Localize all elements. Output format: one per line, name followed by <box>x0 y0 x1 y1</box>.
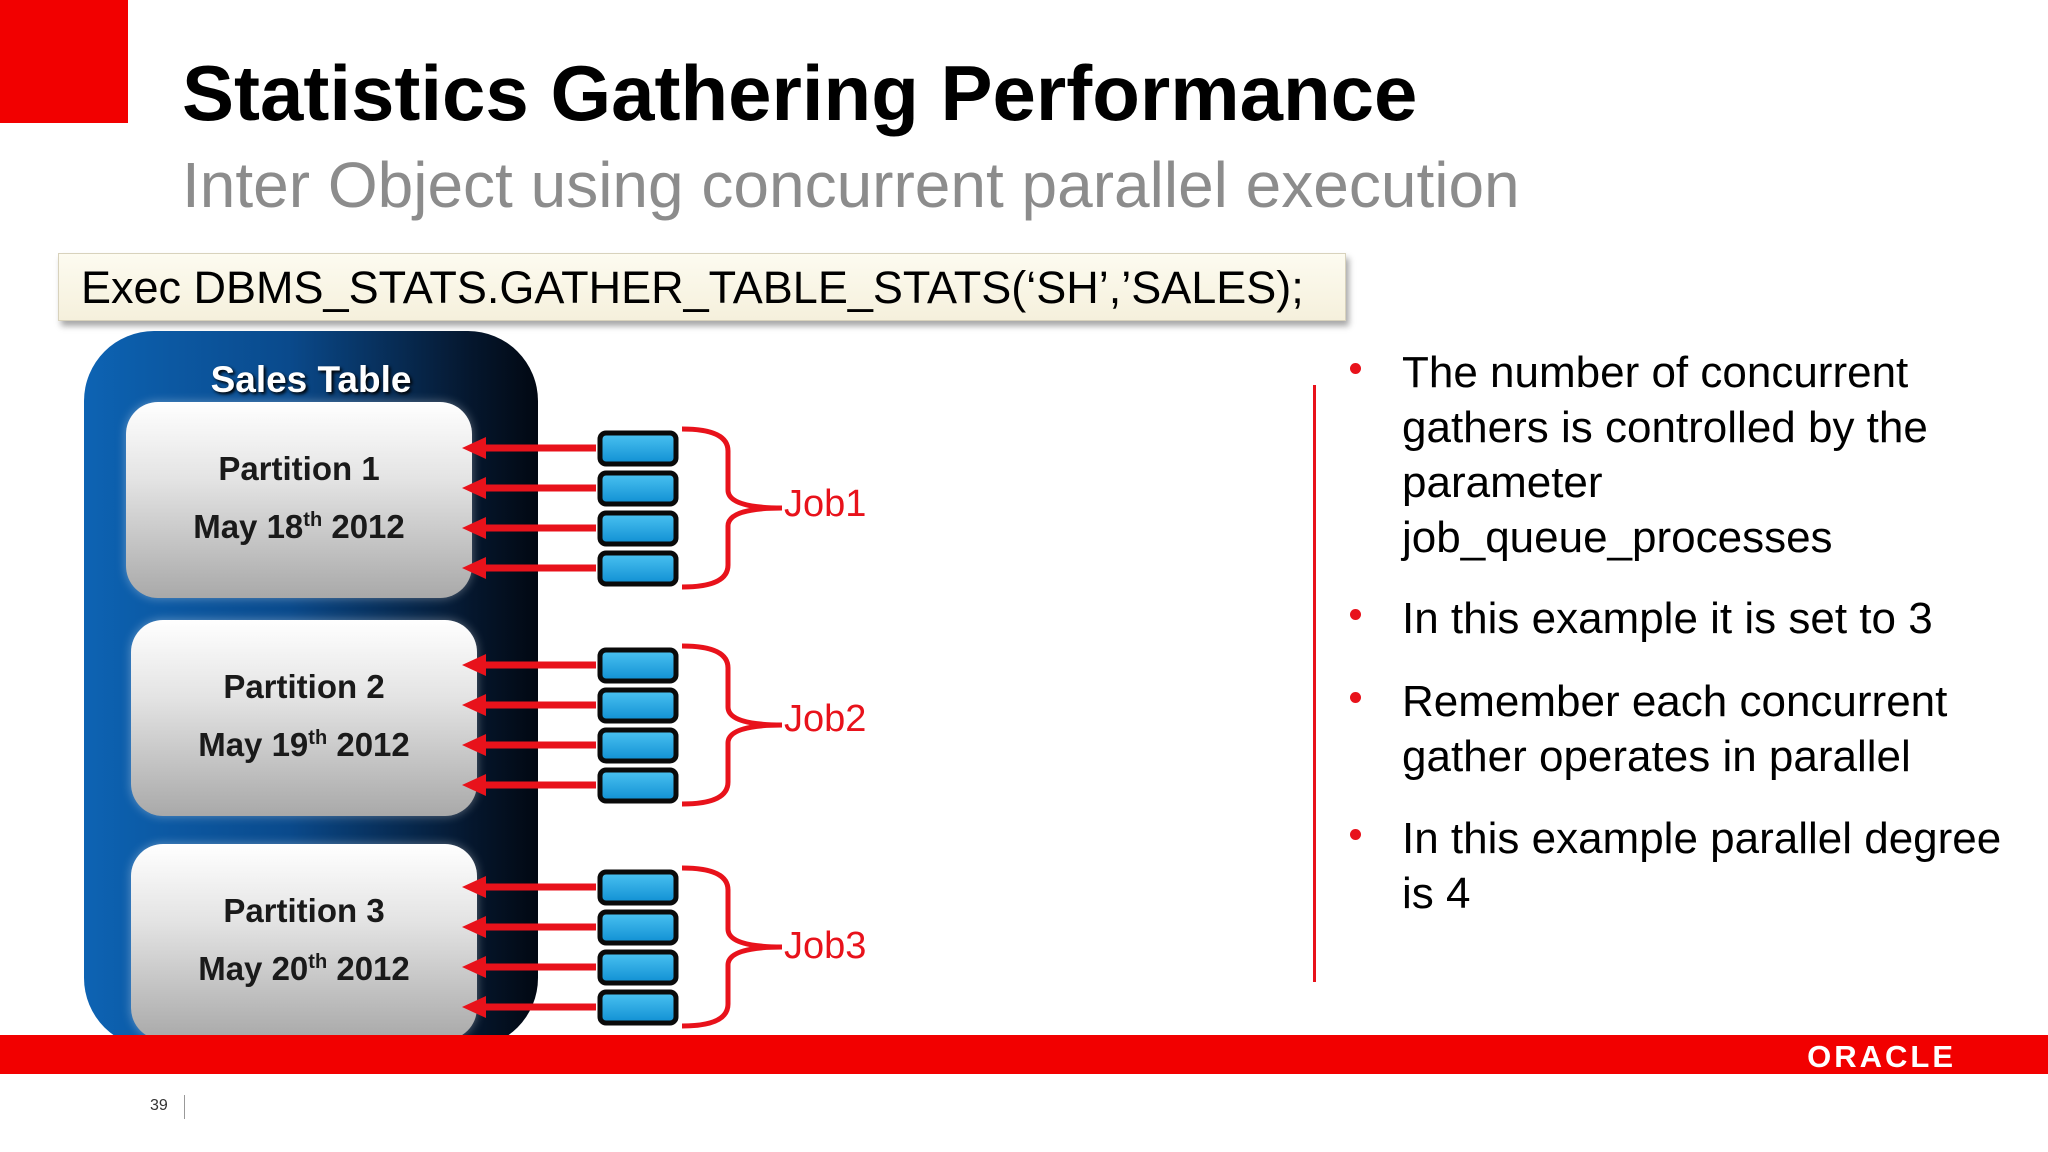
vertical-divider <box>1313 385 1316 982</box>
arrow-head-icon <box>462 734 486 756</box>
arrow-head-icon <box>462 557 486 579</box>
job-brace <box>681 643 783 807</box>
parallel-slave-block <box>597 510 679 547</box>
brand-corner-block <box>0 0 128 123</box>
parallel-slave-block <box>597 727 679 764</box>
bullet-dot-icon <box>1350 692 1361 703</box>
arrow-head-icon <box>462 517 486 539</box>
bullet-dot-icon <box>1350 829 1361 840</box>
arrow-head-icon <box>462 654 486 676</box>
partition-name: Partition 1 <box>218 450 380 487</box>
bullet-text: In this example parallel degree is 4 <box>1402 814 2002 918</box>
parallel-slave-block <box>597 430 679 467</box>
arrow-head-icon <box>462 956 486 978</box>
footer-bar: ORACLE <box>0 1035 2048 1074</box>
arrow-head-icon <box>462 996 486 1018</box>
parallel-slave-block <box>597 989 679 1026</box>
parallel-slave-block <box>597 550 679 587</box>
arrow-head-icon <box>462 694 486 716</box>
code-box: Exec DBMS_STATS.GATHER_TABLE_STATS(‘SH’,… <box>58 253 1346 321</box>
parallel-slave-block <box>597 949 679 986</box>
partition-1-box: Partition 1 May 18th 2012 <box>126 402 472 598</box>
partition-name: Partition 3 <box>223 892 385 929</box>
partition-date: May 19th 2012 <box>198 726 410 763</box>
parallel-slave-block <box>597 647 679 684</box>
partition-date: May 18th 2012 <box>193 508 405 545</box>
sales-table-label: Sales Table <box>210 359 412 400</box>
partition-date: May 20th 2012 <box>198 950 410 987</box>
partition-name: Partition 2 <box>223 668 385 705</box>
parallel-slave-block <box>597 470 679 507</box>
page-number: 39 <box>150 1097 168 1114</box>
arrow-head-icon <box>462 437 486 459</box>
parallel-slave-block <box>597 909 679 946</box>
job-brace <box>681 426 783 590</box>
bullet-text: In this example it is set to 3 <box>1402 594 1933 643</box>
partition-3-box: Partition 3 May 20th 2012 <box>131 844 477 1040</box>
job-2-label: Job2 <box>784 698 867 740</box>
page-number-separator <box>184 1095 185 1119</box>
parallel-slave-block <box>597 687 679 724</box>
arrow-head-icon <box>462 774 486 796</box>
partition-2-box: Partition 2 May 19th 2012 <box>131 620 477 816</box>
code-statement: Exec DBMS_STATS.GATHER_TABLE_STATS(‘SH’,… <box>81 262 1304 313</box>
job-3-label: Job3 <box>784 925 867 967</box>
slide-subtitle: Inter Object using concurrent parallel e… <box>182 149 1520 221</box>
parallel-slave-block <box>597 767 679 804</box>
job-1-label: Job1 <box>784 483 867 525</box>
arrow-head-icon <box>462 477 486 499</box>
arrow-head-icon <box>462 876 486 898</box>
bullet-text: The number of concurrent gathers is cont… <box>1402 348 1928 562</box>
parallel-slave-block <box>597 869 679 906</box>
arrow-head-icon <box>462 916 486 938</box>
slide-title: Statistics Gathering Performance <box>182 49 1418 137</box>
oracle-logo: ORACLE <box>1807 1039 1956 1074</box>
bullet-dot-icon <box>1350 609 1361 620</box>
job-brace <box>681 865 783 1029</box>
bullet-dot-icon <box>1350 363 1361 374</box>
bullet-text: Remember each concurrent gather operates… <box>1402 677 1948 781</box>
